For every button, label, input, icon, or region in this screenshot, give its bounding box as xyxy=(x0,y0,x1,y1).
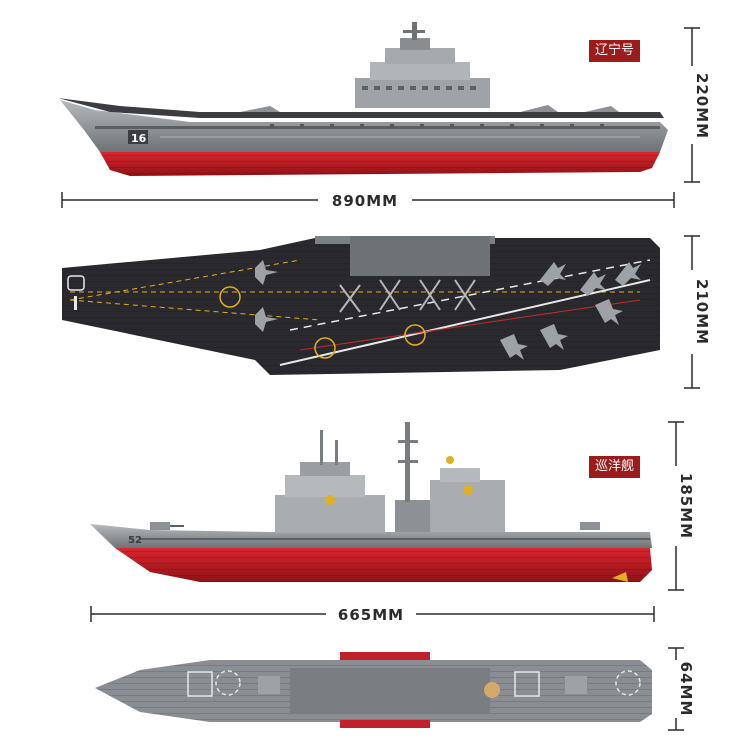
carrier-length-label: 890MM xyxy=(332,192,398,210)
cruiser-name-tag: 巡洋舰 xyxy=(589,456,641,478)
carrier-top-view xyxy=(62,236,660,375)
cruiser-width-dimension: 64MM xyxy=(668,647,695,731)
cruiser-length-label: 665MM xyxy=(338,606,404,624)
carrier-width-dimension: 210MM xyxy=(684,235,711,389)
carrier-name-tag: 辽宁号 xyxy=(589,40,641,62)
cruiser-height-label: 185MM xyxy=(677,473,695,539)
cruiser-width-label: 64MM xyxy=(677,662,695,717)
cruiser-top-view xyxy=(95,652,652,728)
cruiser-hull-number: 52 xyxy=(128,535,142,546)
cruiser-side-view: 52 xyxy=(90,422,652,582)
carrier-side-view: 16 xyxy=(58,22,668,176)
cruiser-length-dimension: 665MM xyxy=(90,606,655,624)
carrier-height-dimension: 220MM xyxy=(684,27,711,183)
carrier-width-label: 210MM xyxy=(693,279,711,345)
carrier-height-label: 220MM xyxy=(693,73,711,139)
carrier-length-dimension: 890MM xyxy=(61,192,675,210)
carrier-hull-number: 16 xyxy=(131,132,147,145)
cruiser-height-dimension: 185MM xyxy=(668,421,695,591)
